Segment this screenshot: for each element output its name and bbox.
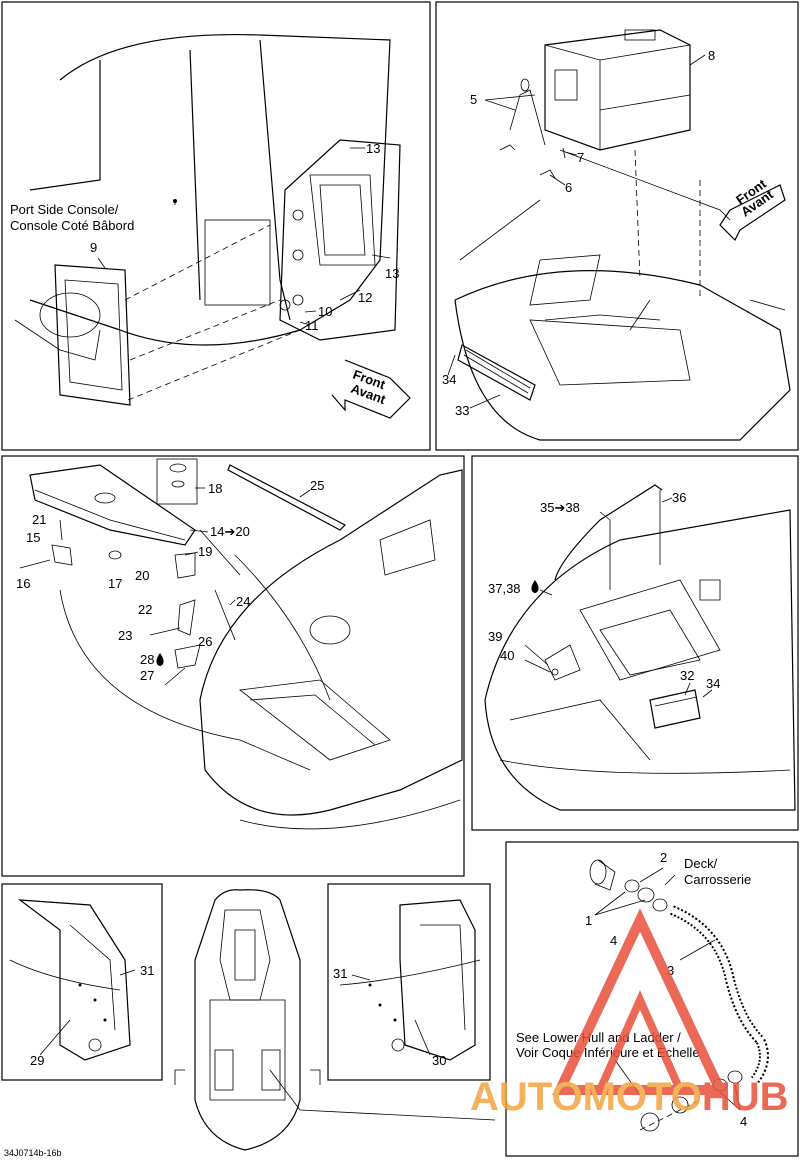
callout-19: 19 — [198, 544, 212, 559]
callout-7: 7 — [577, 150, 584, 165]
panel-cooler — [435, 1, 799, 451]
callout-34b: 34 — [706, 676, 720, 691]
callout-33: 33 — [455, 403, 469, 418]
port-console-title-1: Port Side Console/ — [10, 202, 119, 217]
callout-34a: 34 — [442, 372, 456, 387]
callout-5: 5 — [470, 92, 477, 107]
callout-31a: 31 — [140, 963, 154, 978]
callout-15: 15 — [26, 530, 40, 545]
callout-18: 18 — [208, 481, 222, 496]
callout-16: 16 — [16, 576, 30, 591]
deck-label-1: Deck/ — [684, 856, 718, 871]
callout-3: 3 — [667, 963, 674, 978]
callout-32: 32 — [680, 668, 694, 683]
callout-26: 26 — [198, 634, 212, 649]
callout-35-38: 35➔38 — [540, 500, 580, 515]
callout-39: 39 — [488, 629, 502, 644]
callout-9: 9 — [90, 240, 97, 255]
port-console-title-2: Console Coté Bâbord — [10, 218, 134, 233]
ref-code: 34J0714b-16b — [4, 1148, 62, 1158]
drop-icon — [156, 653, 164, 666]
panel-drain — [505, 841, 799, 1157]
callout-12: 12 — [358, 290, 372, 305]
callout-36: 36 — [672, 490, 686, 505]
panel-bow-rail — [471, 455, 799, 831]
callout-30: 30 — [432, 1053, 446, 1068]
callout-14-20: 14➔20 — [210, 524, 250, 539]
callout-27: 27 — [140, 668, 154, 683]
callout-24: 24 — [236, 594, 250, 609]
panel-bow-storage — [1, 455, 465, 877]
panel-top-view — [174, 889, 496, 1151]
callout-13a: 13 — [366, 141, 380, 156]
callout-23: 23 — [118, 628, 132, 643]
callout-21: 21 — [32, 512, 46, 527]
callout-4b: 4 — [740, 1114, 747, 1129]
callout-17: 17 — [108, 576, 122, 591]
lower-hull-note-2: Voir Coque Inférieure et Echelle — [516, 1045, 700, 1060]
callout-37-38: 37,38 — [488, 581, 521, 596]
drop-icon — [531, 580, 539, 593]
watermark-text: AUTOMOTOHUB — [470, 1075, 789, 1119]
callout-40: 40 — [500, 648, 514, 663]
callout-13b: 13 — [385, 266, 399, 281]
callout-1: 1 — [585, 913, 592, 928]
panel-port-console — [1, 1, 431, 451]
callout-20: 20 — [135, 568, 149, 583]
panel-side-left — [1, 883, 163, 1081]
deck-label-2: Carrosserie — [684, 872, 751, 887]
watermark-logo: AUTOMOTOHUB — [470, 908, 789, 1119]
callout-28: 28 — [140, 652, 154, 667]
callout-29: 29 — [30, 1053, 44, 1068]
callout-10: 10 — [318, 304, 332, 319]
callout-2: 2 — [660, 850, 667, 865]
callout-22: 22 — [138, 602, 152, 617]
callout-8: 8 — [708, 48, 715, 63]
lower-hull-note-1: See Lower Hull and Ladder / — [516, 1030, 681, 1045]
callout-6: 6 — [565, 180, 572, 195]
callout-31b: 31 — [333, 966, 347, 981]
panel-side-right — [327, 883, 491, 1081]
callout-11: 11 — [305, 318, 319, 333]
callout-4a: 4 — [610, 933, 617, 948]
callout-25: 25 — [310, 478, 324, 493]
